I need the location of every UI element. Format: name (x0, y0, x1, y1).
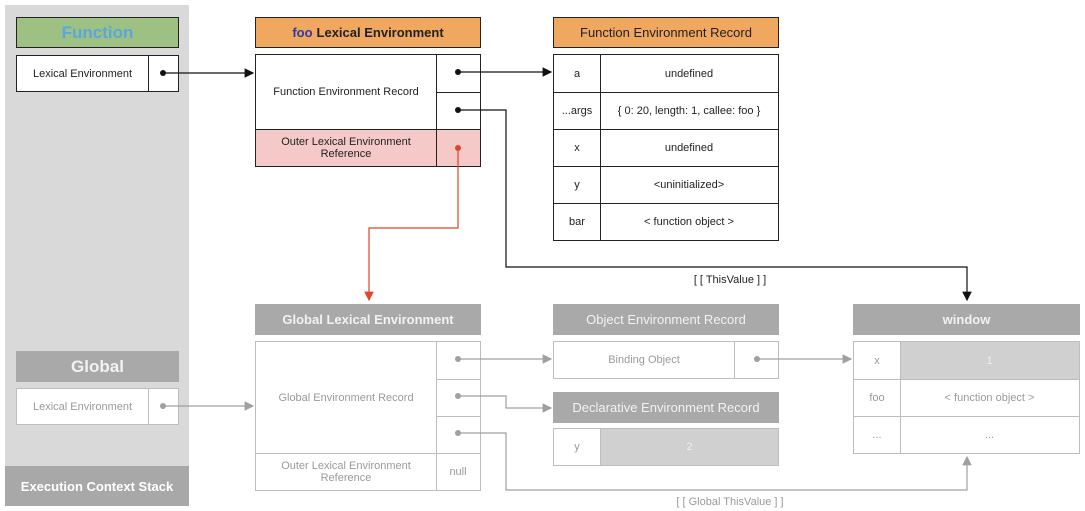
foo-title-rest: Lexical Environment (316, 25, 444, 40)
row-key: ...args (561, 105, 593, 117)
row-key: x (874, 354, 880, 367)
row-key: foo (869, 392, 885, 404)
row-value: { 0: 20, length: 1, callee: foo } (617, 105, 761, 117)
global-this-value-label: [ [ Global ThisValue ] ] (676, 496, 784, 508)
function-environment-record-title: Function Environment Record (553, 17, 779, 48)
foo-name: foo (292, 25, 313, 40)
this-value-label: [ [ ThisValue ] ] (693, 274, 767, 286)
row-key: ... (872, 429, 882, 441)
divider (854, 379, 1079, 380)
foo-lexical-environment-title: foo Lexical Environment (255, 17, 481, 48)
global-environment-record-label: Global Environment Record (278, 391, 414, 404)
global-lexical-environment-title: Global Lexical Environment (255, 304, 481, 335)
divider (436, 92, 480, 93)
global-lexical-environment-body: Global Environment Record Outer Lexical … (255, 341, 481, 491)
object-environment-record-title: Object Environment Record (553, 304, 779, 335)
divider (436, 416, 480, 417)
row-value: < function object > (644, 216, 734, 228)
table-row: ...args { 0: 20, length: 1, callee: foo … (554, 92, 778, 129)
column-divider (900, 342, 901, 453)
divider (436, 379, 480, 380)
declarative-environment-record-title: Declarative Environment Record (553, 392, 779, 423)
foo-lexical-environment-body: Function Environment Record Outer Lexica… (255, 54, 481, 167)
divider (148, 56, 149, 91)
function-environment-record-table: a undefined ...args { 0: 20, length: 1, … (553, 54, 779, 241)
row-value: < function object > (944, 392, 1035, 404)
object-environment-record-body: Binding Object (553, 341, 779, 379)
row-value: <uninitialized> (653, 179, 725, 191)
divider (854, 416, 1079, 417)
function-lexical-environment-label: Lexical Environment (32, 67, 133, 80)
table-row: a undefined (554, 55, 778, 92)
divider (148, 389, 149, 424)
outer-reference-label: Outer Lexical Environment Reference (256, 129, 480, 166)
window-table: x 1 foo < function object > ... ... (853, 341, 1080, 454)
row-key: a (573, 67, 581, 80)
global-lexical-environment-label: Lexical Environment (32, 400, 133, 413)
der-value: 2 (600, 429, 778, 465)
global-outer-reference-label: Outer Lexical Environment Reference (281, 459, 411, 484)
divider (734, 342, 735, 378)
function-lexical-environment-row: Lexical Environment (16, 55, 179, 92)
declarative-environment-record-body: y 2 (553, 428, 779, 466)
divider (436, 129, 437, 166)
global-lexical-environment-row: Lexical Environment (16, 388, 179, 425)
column-divider (600, 55, 601, 240)
table-row: x undefined (554, 129, 778, 166)
row-key: x (574, 142, 580, 154)
row-value: ... (984, 429, 995, 441)
binding-object-label: Binding Object (608, 354, 680, 366)
divider (256, 453, 480, 454)
row-value: undefined (664, 142, 714, 154)
row-key: bar (569, 216, 585, 228)
function-context-title: Function (16, 17, 179, 48)
arrow-outer-reference-to-global (364, 148, 459, 302)
execution-context-stack-label: Execution Context Stack (5, 466, 189, 506)
window-title: window (853, 304, 1080, 335)
global-context-title: Global (16, 351, 179, 382)
table-row: y <uninitialized> (554, 166, 778, 203)
function-environment-record-label: Function Environment Record (273, 86, 419, 98)
table-row: bar < function object > (554, 203, 778, 240)
row-value: undefined (664, 67, 714, 80)
global-outer-reference-value: null (449, 465, 467, 478)
der-key: y (574, 441, 580, 453)
row-value: 1 (900, 342, 1079, 379)
row-key: y (574, 179, 580, 191)
